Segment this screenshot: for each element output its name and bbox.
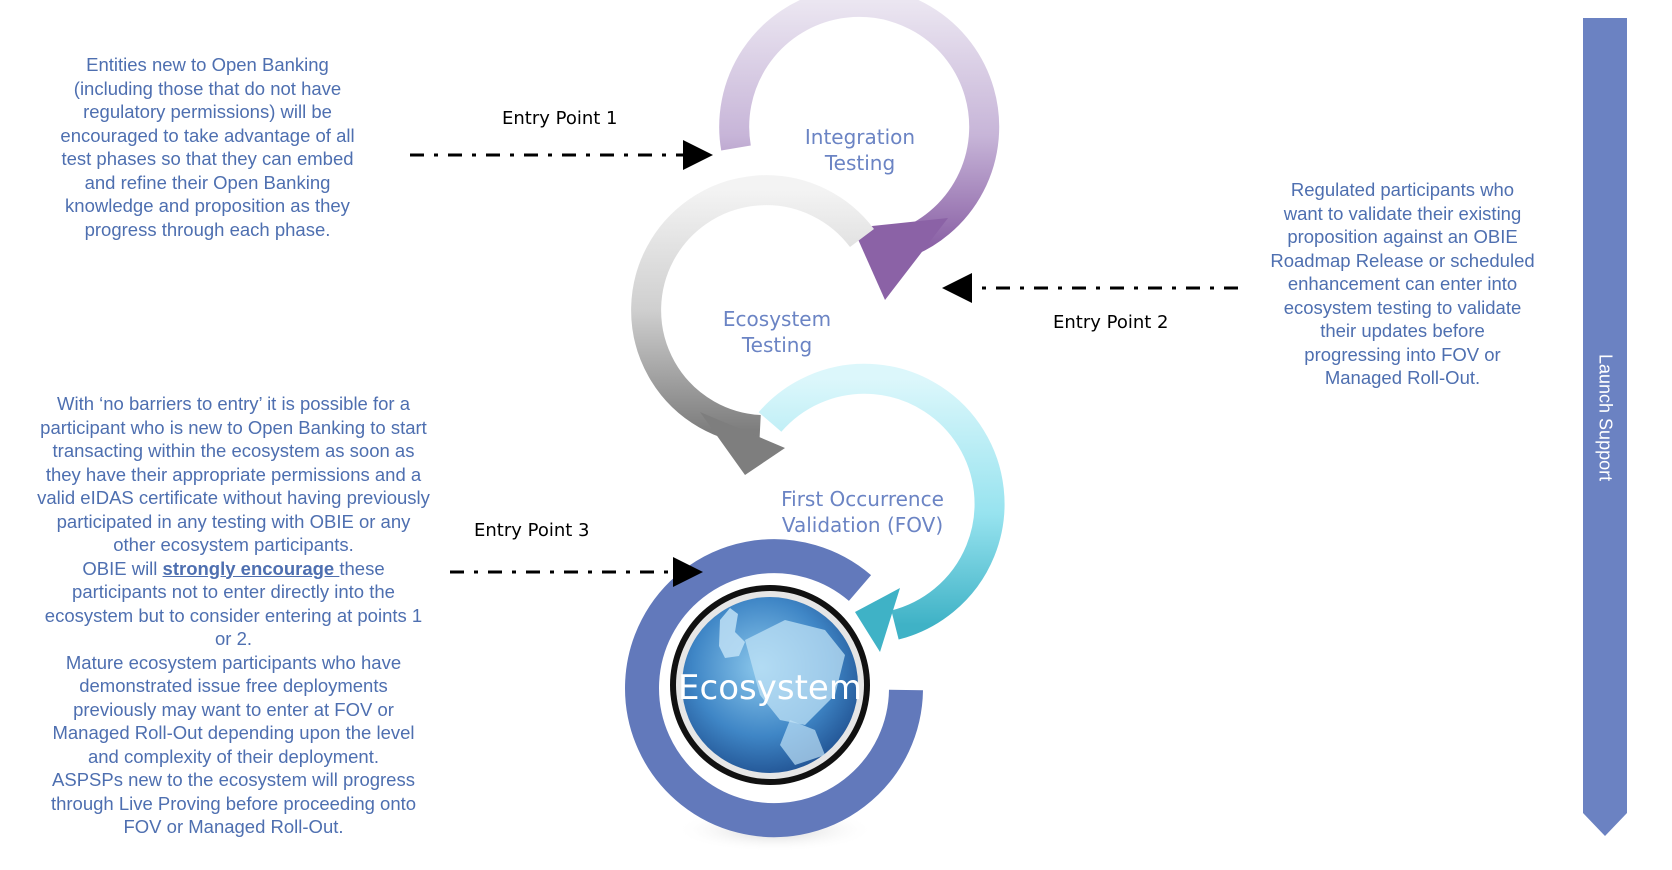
launch-support-label: Launch Support (1595, 354, 1616, 482)
ecosystem-label: Ecosystem (678, 668, 862, 708)
integration-testing-line2: Testing (824, 151, 896, 175)
integration-testing-label: Integration Testing (790, 124, 930, 176)
entry-point-1-label: Entry Point 1 (502, 108, 618, 129)
ecosystem-testing-arrow (631, 175, 874, 475)
note-p2-pre: OBIE will (82, 557, 163, 579)
note-new-entities-text: Entities new to Open Banking (including … (60, 54, 355, 240)
note-no-barriers-p3: Mature ecosystem participants who have d… (52, 651, 415, 767)
note-no-barriers: With ‘no barriers to entry’ it is possib… (36, 392, 431, 839)
entry-point-2-label: Entry Point 2 (1053, 312, 1169, 333)
note-p2-post: these participants not to enter directly… (44, 557, 423, 650)
note-regulated-participants-text: Regulated participants who want to valid… (1270, 179, 1535, 388)
ecosystem-testing-line2: Testing (741, 333, 813, 357)
ecosystem-testing-line1: Ecosystem (722, 307, 832, 331)
integration-testing-arrow (719, 0, 1000, 300)
integration-testing-line1: Integration (804, 125, 916, 149)
launch-support-bar (1583, 18, 1627, 836)
note-no-barriers-p4: ASPSPs new to the ecosystem will progres… (50, 769, 417, 837)
ecosystem-testing-label: Ecosystem Testing (707, 306, 847, 358)
note-no-barriers-p2: OBIE will strongly encourage these parti… (36, 557, 431, 651)
note-no-barriers-p1: With ‘no barriers to entry’ it is possib… (37, 393, 430, 555)
strongly-encourage-text: strongly encourage (162, 557, 340, 579)
ecosystem-ring (625, 539, 923, 852)
fov-line1: First Occurrence (781, 487, 944, 511)
europe-globe-icon (670, 585, 870, 785)
note-regulated-participants: Regulated participants who want to valid… (1270, 178, 1535, 390)
fov-label: First Occurrence Validation (FOV) (770, 486, 955, 538)
entry-point-3-label: Entry Point 3 (474, 520, 590, 541)
note-new-entities: Entities new to Open Banking (including … (45, 53, 370, 241)
fov-line2: Validation (FOV) (781, 513, 944, 537)
fov-arrow (758, 363, 1005, 652)
